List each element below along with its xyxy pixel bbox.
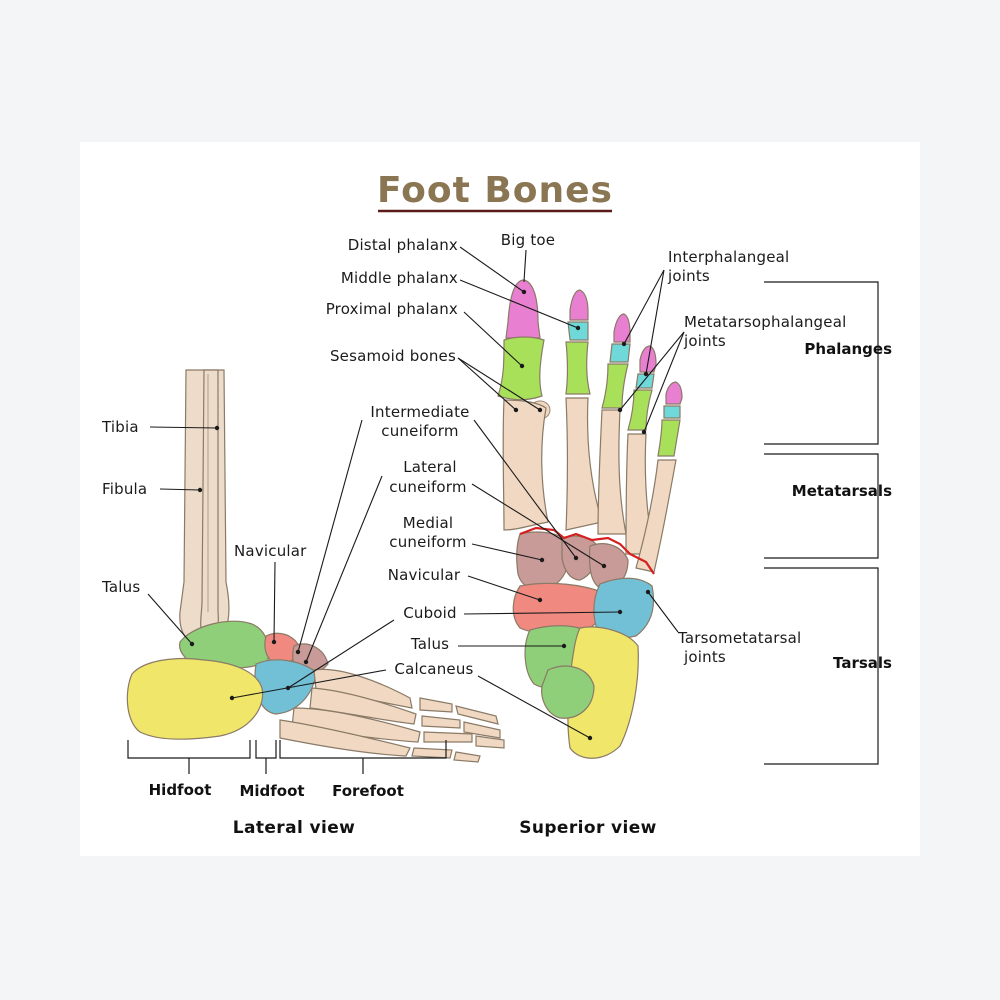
toe-5-proximal [657, 419, 681, 457]
view-title-superior: Superior view [519, 818, 657, 838]
group-brackets [127, 281, 879, 774]
group-label-phalanges: Phalanges [804, 340, 892, 358]
label-proximal-phalanx: Proximal phalanx [326, 300, 458, 318]
metatarsal-5 [635, 459, 677, 573]
superior-labels: Distal phalanx Big toe Middle phalanx Pr… [326, 231, 892, 678]
leader-lines [147, 246, 685, 741]
superior-view-illustration [497, 279, 683, 759]
lateral-labels: Tibia Fibula Navicular Talus [101, 418, 307, 596]
label-cuboid: Cuboid [403, 604, 457, 622]
label-talus-superior: Talus [410, 635, 449, 653]
region-label-midfoot: Midfoot [239, 782, 304, 800]
label-intermediate-cuneiform-line2: cuneiform [381, 422, 458, 440]
label-interphalangeal-line1: Interphalangeal [668, 248, 789, 266]
poster: Foot Bones [80, 142, 920, 856]
label-interphalangeal-line2: joints [667, 267, 710, 285]
label-middle-phalanx: Middle phalanx [341, 269, 458, 287]
talus-head [541, 665, 595, 719]
toe-2-distal [569, 289, 589, 321]
lateral-metatarsals [279, 668, 505, 763]
calcaneus-superior [567, 626, 639, 759]
group-label-metatarsals: Metatarsals [792, 482, 892, 500]
label-intermediate-cuneiform-line1: Intermediate [370, 403, 469, 421]
label-navicular-lateral: Navicular [234, 542, 307, 560]
cuboid-lateral [254, 659, 317, 715]
toe-5-middle [663, 405, 681, 419]
foot-bones-diagram: Foot Bones [101, 170, 892, 838]
label-sesamoid-bones: Sesamoid bones [330, 347, 456, 365]
toe-2-proximal [565, 341, 591, 395]
big-toe-proximal-phalanx [497, 336, 545, 401]
label-metatarsophalangeal-line2: joints [683, 332, 726, 350]
toe-4-middle [635, 373, 655, 389]
label-tarsometatarsal-line2: joints [683, 648, 726, 666]
group-label-tarsals: Tarsals [833, 654, 892, 672]
label-tarsometatarsal-line1: Tarsometatarsal [677, 629, 801, 647]
label-medial-cuneiform-line1: Medial [403, 514, 453, 532]
diagram-title: Foot Bones [377, 170, 613, 211]
toe-3-proximal [601, 363, 629, 409]
label-lateral-cuneiform-line2: cuneiform [389, 478, 466, 496]
fibula-bone [200, 369, 219, 639]
lateral-view-illustration [126, 369, 505, 763]
toe-3-middle [609, 343, 631, 363]
label-talus-lateral: Talus [101, 578, 140, 596]
label-metatarsophalangeal-line1: Metatarsophalangeal [684, 313, 846, 331]
label-fibula: Fibula [102, 480, 147, 498]
label-big-toe: Big toe [501, 231, 555, 249]
toe-4-distal [639, 345, 657, 373]
metatarsal-2 [565, 397, 603, 531]
label-medial-cuneiform-line2: cuneiform [389, 533, 466, 551]
big-toe-distal-phalanx [505, 279, 541, 339]
label-distal-phalanx: Distal phalanx [348, 236, 458, 254]
region-labels: Hidfoot Midfoot Forefoot Lateral view Su… [149, 781, 657, 838]
metatarsal-1 [502, 399, 549, 531]
label-lateral-cuneiform-line1: Lateral [403, 458, 457, 476]
tarsometatarsal-joint-line [519, 526, 655, 575]
view-title-lateral: Lateral view [233, 818, 356, 838]
region-label-hindfoot: Hidfoot [149, 781, 212, 799]
toe-5-distal [665, 381, 683, 405]
metatarsal-3 [597, 409, 627, 535]
region-label-forefoot: Forefoot [332, 782, 404, 800]
calcaneus-lateral [126, 657, 264, 740]
toe-4-proximal [627, 389, 653, 431]
label-tibia: Tibia [101, 418, 139, 436]
label-calcaneus: Calcaneus [394, 660, 473, 678]
label-navicular-superior: Navicular [388, 566, 461, 584]
